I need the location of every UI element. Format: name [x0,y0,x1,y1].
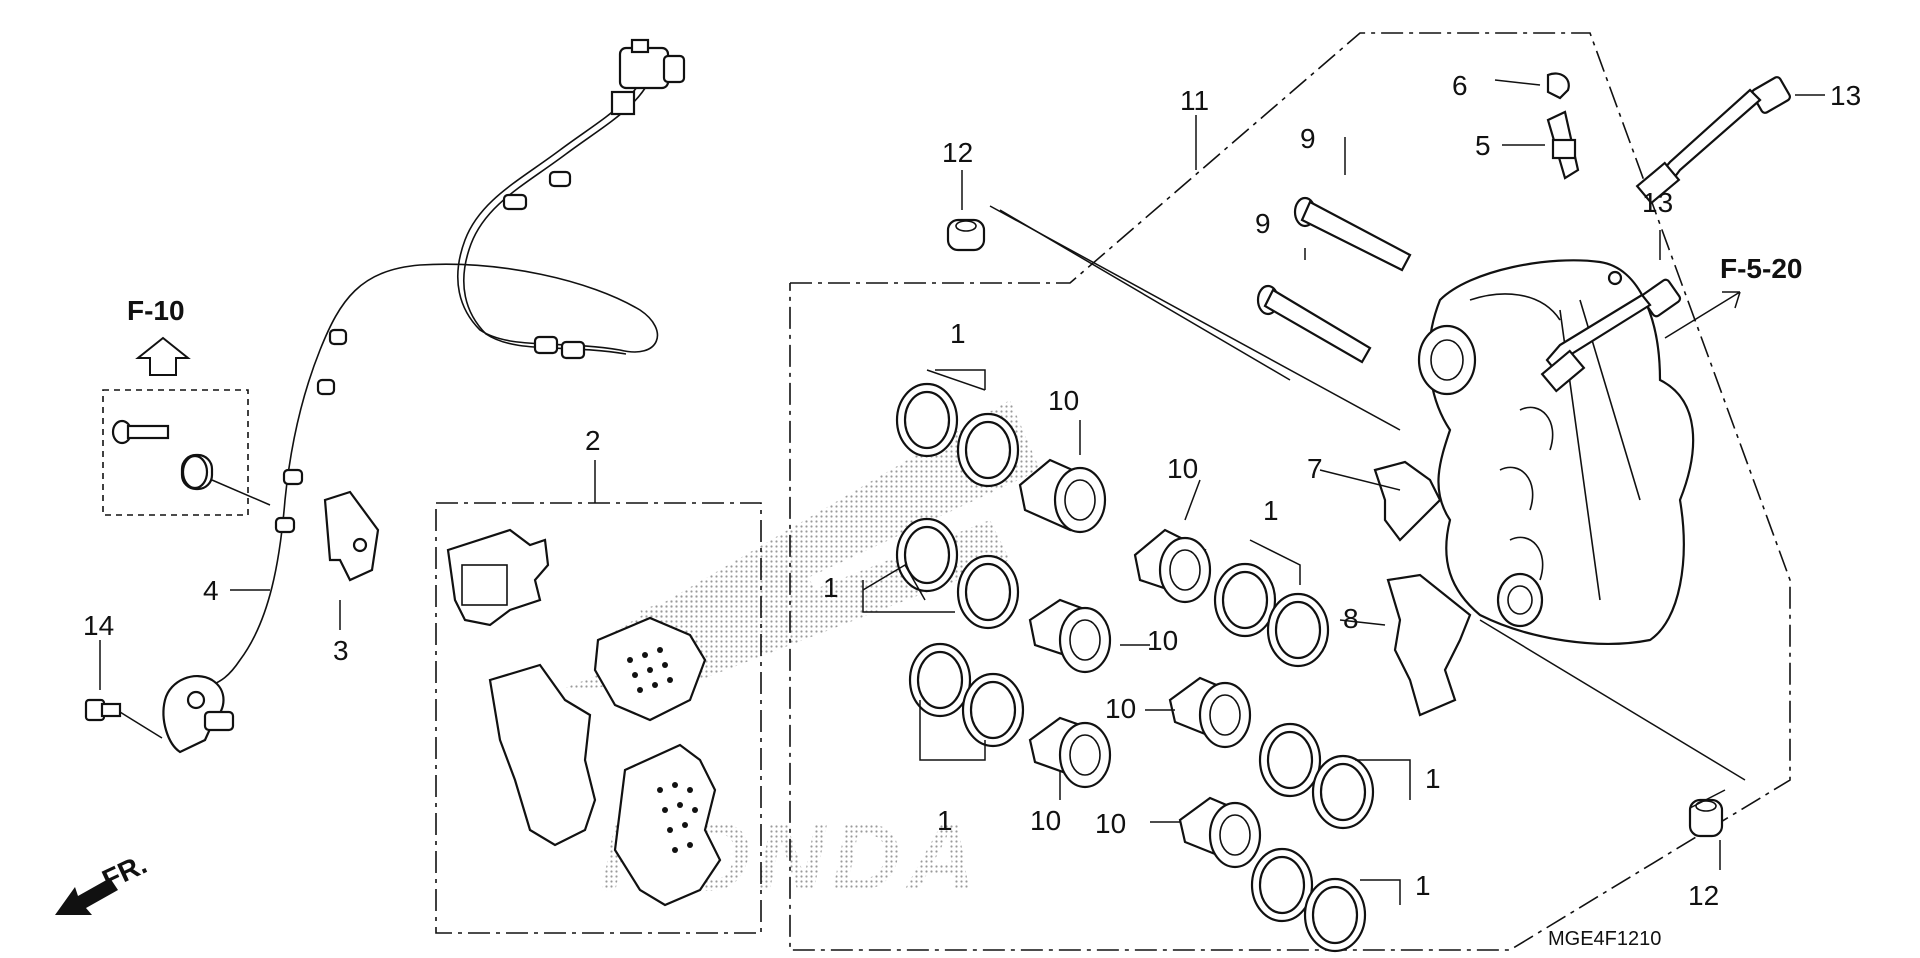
bleeder-valve-cap [1546,72,1580,180]
callout-12b: 12 [1688,880,1719,911]
callout-9b: 9 [1255,208,1271,239]
callout-3: 3 [333,635,349,666]
abs-sensor-cable [84,38,686,754]
mounting-hardware-box [102,389,249,516]
f520-reference: F-5-20 [1664,253,1802,339]
callout-10d: 10 [1105,693,1136,724]
front-direction-marker: FR. [55,848,151,915]
callout-13b: 13 [1642,187,1673,218]
callout-10f: 10 [1095,808,1126,839]
caliper-body [1417,259,1695,645]
callout-12a: 12 [942,137,973,168]
callout-10c: 10 [1147,625,1178,656]
callout-14: 14 [83,610,114,641]
leader-lines [99,79,1825,905]
callout-13a: 13 [1830,80,1861,111]
callout-1f: 1 [1415,870,1431,901]
callout-10b: 10 [1167,453,1198,484]
callout-9a: 9 [1300,123,1316,154]
f520-label: F-5-20 [1720,253,1802,284]
mounting-bolt-collar [111,419,271,506]
callout-5: 5 [1475,130,1491,161]
collars [946,218,1724,838]
callout-1a: 1 [950,318,966,349]
front-arrow-icon [55,878,118,915]
caliper-bolts [1540,76,1791,393]
f10-label: F-10 [127,295,185,326]
callout-7: 7 [1307,453,1323,484]
callout-11: 11 [1180,85,1209,116]
caliper-assembly-boundary [789,32,1791,951]
f10-reference: F-10 [127,295,191,376]
callout-1c: 1 [937,805,953,836]
callout-4: 4 [203,575,219,606]
pistons [1018,458,1262,869]
model-code: MGE4F1210 [1548,928,1661,950]
callout-1e: 1 [1425,763,1441,794]
up-arrow-icon [135,336,191,376]
callout-10a: 10 [1048,385,1079,416]
callout-1b: 1 [823,572,839,603]
callout-1d: 1 [1263,495,1279,526]
arrow-up-right-icon [1664,291,1741,339]
pad-spring-retainer [1373,460,1472,717]
callout-10e: 10 [1030,805,1061,836]
callout-6: 6 [1452,70,1468,101]
pad-set-boundary [435,502,762,934]
sensor-bracket [323,490,380,582]
callout-labels: 1 1 1 1 1 1 2 3 4 5 6 7 8 9 9 10 10 10 1… [83,70,1861,911]
brake-pads [446,528,722,907]
seal-rings [895,382,1375,953]
callout-8: 8 [1343,603,1359,634]
callout-2: 2 [585,425,601,456]
pad-pins [1256,196,1412,364]
